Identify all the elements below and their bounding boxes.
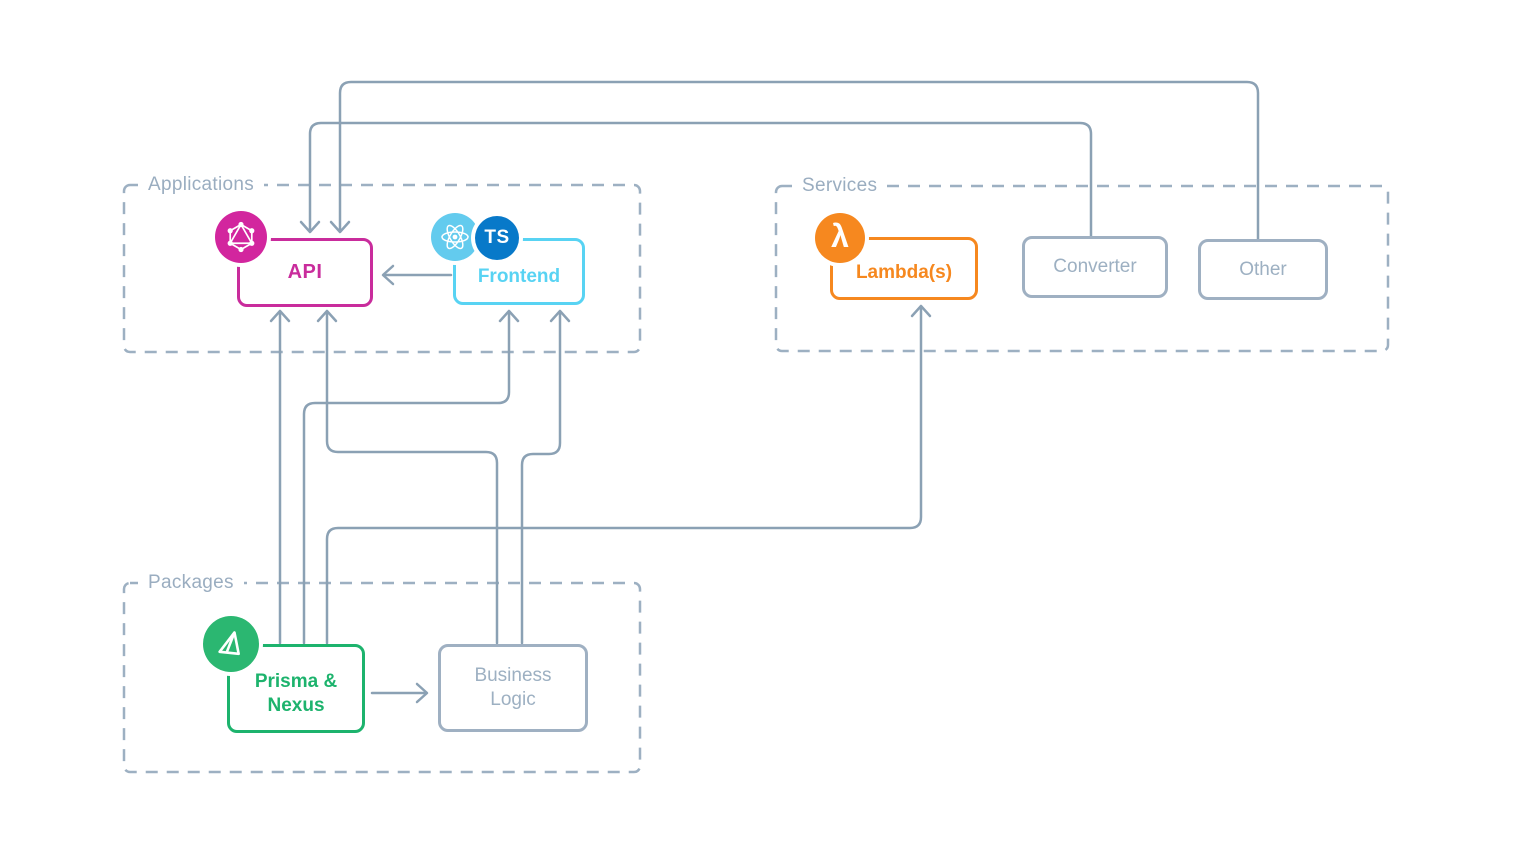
prisma-nexus-node-label: Prisma & Nexus [255,670,337,718]
arrowhead-down-icon [329,220,351,234]
business-logic-node: Business Logic [438,644,588,732]
applications-group-label: Applications [138,174,265,196]
edge-prisma-to-lambda [325,304,932,645]
frontend-node-label: Frontend [477,265,561,287]
arrowhead-right-icon [415,682,429,704]
react-icon [431,213,479,261]
business-label-line1: Business [474,665,552,687]
arrowhead-up-icon [269,309,291,323]
packages-group-label: Packages [138,572,244,594]
services-group-border [774,184,1390,353]
edge-prisma-to-api [269,309,291,645]
arrowhead-up-icon [549,309,571,323]
prisma-label-line1: Prisma & [254,670,338,692]
edge-other-to-api [329,80,1260,241]
typescript-icon: TS [475,216,519,260]
arrowhead-up-icon [910,304,932,318]
prisma-icon [203,616,259,672]
other-node: Other [1198,239,1328,300]
edge-business-to-api [316,309,499,645]
prisma-label-line2: Nexus [267,694,325,716]
react-logo-glyph [441,224,469,250]
typescript-icon-text: TS [484,227,510,248]
edge-prisma-to-business [370,682,429,704]
edge-converter-to-api [299,121,1093,238]
arrowhead-left-icon [381,264,395,286]
packages-group-border [122,581,642,774]
lambda-icon-glyph: λ [831,218,849,254]
converter-node: Converter [1022,236,1168,298]
lambda-node-label: Lambda(s) [855,261,953,283]
edge-frontend-to-api [381,264,453,286]
arrowhead-up-icon [316,309,338,323]
edge-business-to-frontend [520,309,571,645]
other-node-label: Other [1239,258,1287,280]
converter-node-label: Converter [1053,256,1137,278]
arrowhead-down-icon [299,220,321,234]
prisma-logo-glyph [218,631,240,656]
edge-prisma-to-frontend [302,309,520,645]
arrowhead-up-icon [498,309,520,323]
business-label-line2: Logic [490,689,536,710]
business-logic-node-label: Business Logic [474,664,551,712]
graphql-icon [215,211,267,263]
services-group-label: Services [792,175,888,197]
api-node-label: API [287,261,323,283]
aws-lambda-icon: λ [815,213,865,263]
applications-group-border [122,183,642,354]
graphql-logo-glyph [227,221,255,253]
